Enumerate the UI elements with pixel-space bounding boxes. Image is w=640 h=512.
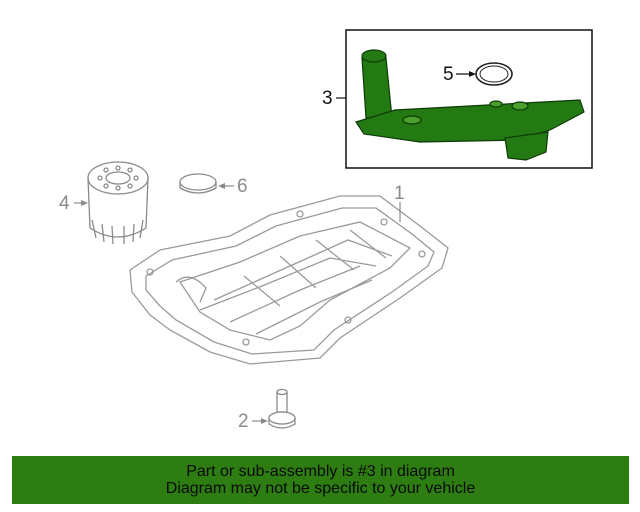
filter-assembly-part-3[interactable] [355,49,585,161]
banner-line-1: Part or sub-assembly is #3 in diagram [186,463,455,480]
callout-3: 3 [322,88,333,109]
info-banner: Part or sub-assembly is #3 in diagram Di… [12,456,629,504]
oil-filter-part-4[interactable] [87,161,149,245]
drain-plug-part-2[interactable] [268,388,296,429]
callout-1: 1 [394,183,405,204]
plug-part-6[interactable] [179,173,217,194]
callout-2: 2 [238,411,249,432]
callout-4: 4 [59,193,70,214]
parts-diagram [74,29,593,429]
inset-box [345,29,593,169]
oil-pan-part-1[interactable] [129,195,449,365]
banner-line-2: Diagram may not be specific to your vehi… [165,480,476,497]
callout-5: 5 [443,64,454,85]
callout-6: 6 [237,176,248,197]
